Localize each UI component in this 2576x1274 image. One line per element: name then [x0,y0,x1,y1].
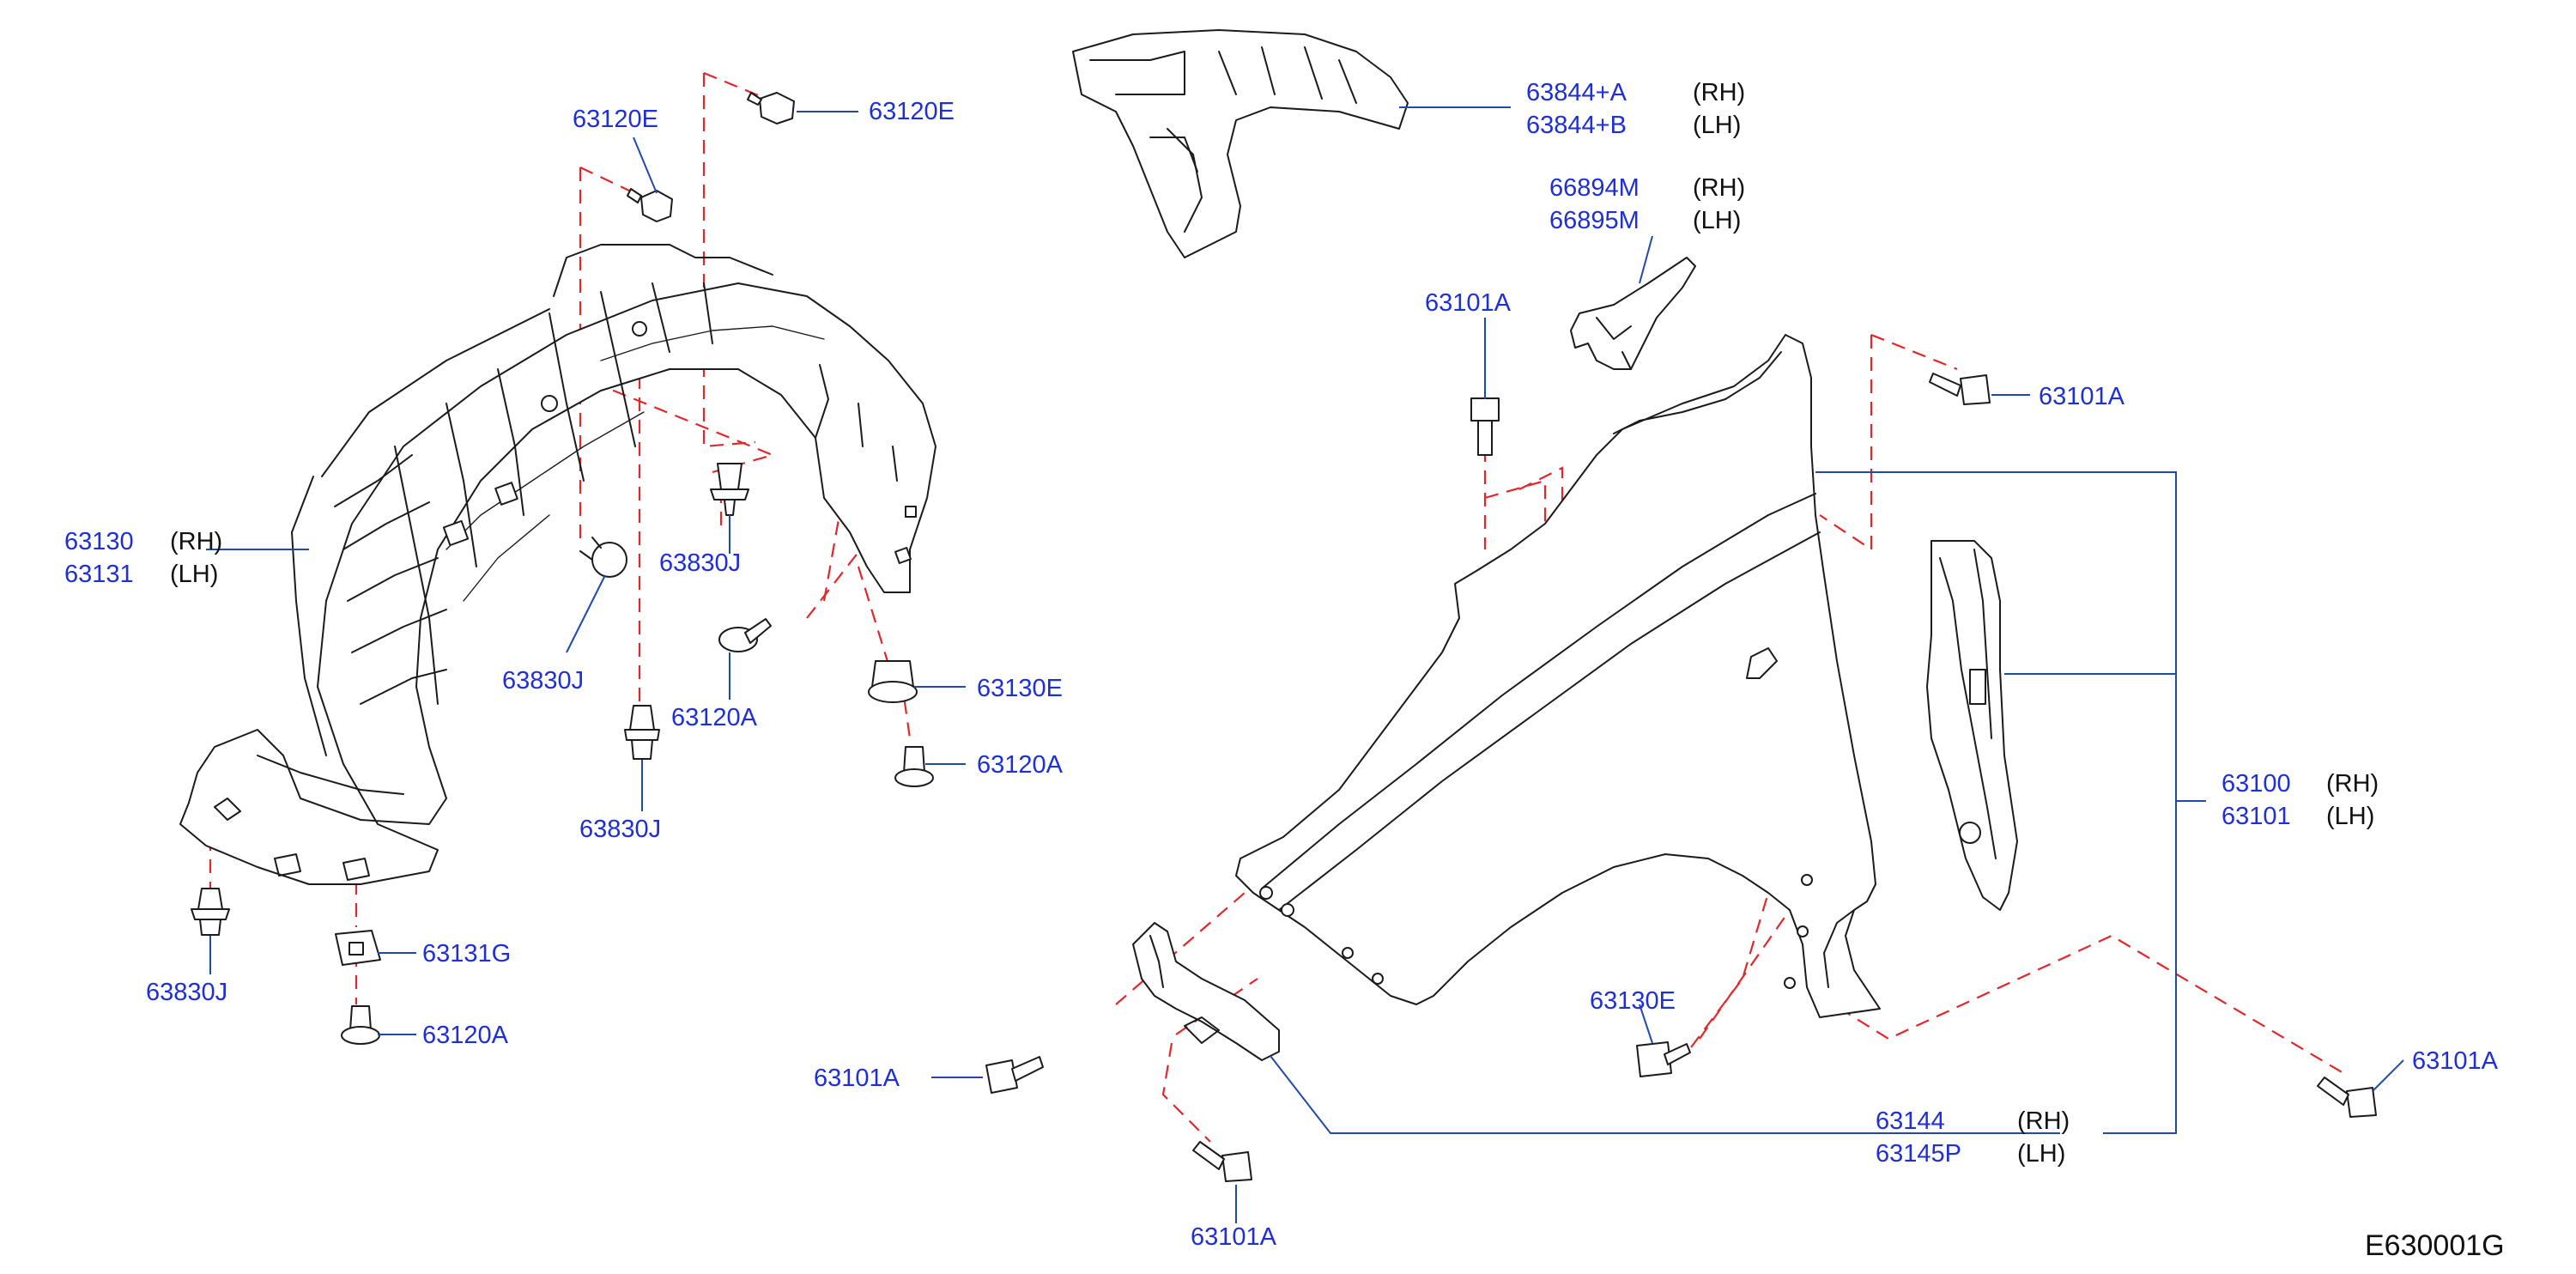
label-63844B-side: (LH) [1693,112,1741,139]
label-63844B: 63844+B [1526,112,1627,139]
label-63120A-right: 63120A [977,751,1064,779]
label-66894M: 66894M [1549,174,1640,202]
label-63145P-side: (LH) [2017,1140,2065,1168]
label-63101A-bottom: 63101A [1191,1223,1277,1251]
label-66895M: 66895M [1549,207,1640,234]
label-63144: 63144 [1876,1107,1945,1135]
label-63101: 63101 [2221,803,2291,830]
label-63101A-left-lower: 63101A [814,1065,900,1092]
label-63101-side: (LH) [2326,803,2374,830]
assembly-dashed-lines [209,71,2344,1143]
label-63844A-side: (RH) [1693,79,1745,106]
leader-lines [206,106,2404,1223]
label-63131-side: (LH) [170,561,218,588]
label-63120E-left: 63120E [573,106,658,133]
label-63120A-bottom: 63120A [422,1022,509,1049]
label-63101A-right: 63101A [2039,383,2125,410]
label-63130E-lower: 63130E [1590,987,1676,1015]
label-63830J-lower: 63830J [579,816,661,843]
label-63131G: 63131G [422,940,511,968]
label-63130: 63130 [64,528,134,555]
label-63120E-top: 63120E [869,98,955,125]
label-63830J-left: 63830J [502,667,584,695]
fender-side-bracket [1926,540,2018,911]
diagram-code: E630001G [2365,1229,2505,1262]
fender-front-bracket [1132,922,1280,1061]
label-63100: 63100 [2221,770,2291,798]
front-fender-panel [1235,334,1881,1018]
label-63101A-far-right: 63101A [2412,1047,2499,1075]
label-63101A-upper: 63101A [1425,289,1512,317]
label-63144-side: (RH) [2017,1107,2070,1135]
label-63131: 63131 [64,561,134,588]
inner-fender-liner [179,244,936,885]
label-63130-side: (RH) [170,528,222,555]
label-63100-side: (RH) [2326,770,2379,798]
label-66895M-side: (LH) [1693,207,1741,234]
label-63145P: 63145P [1876,1140,1961,1168]
label-63130E-right: 63130E [977,675,1063,702]
label-63844A: 63844+A [1526,79,1627,106]
label-63830J-mid: 63830J [659,549,741,577]
fasteners [191,92,2377,1182]
label-66894M-side: (RH) [1693,174,1745,202]
fender-bracket-upper [1570,257,1696,370]
fender-protector [1072,29,1409,258]
label-63120A-mid: 63120A [671,704,758,731]
label-63830J-bottom: 63830J [146,979,227,1006]
part-labels: 63120E 63120E 63844+A (RH) 63844+B (LH) … [64,79,2505,1262]
